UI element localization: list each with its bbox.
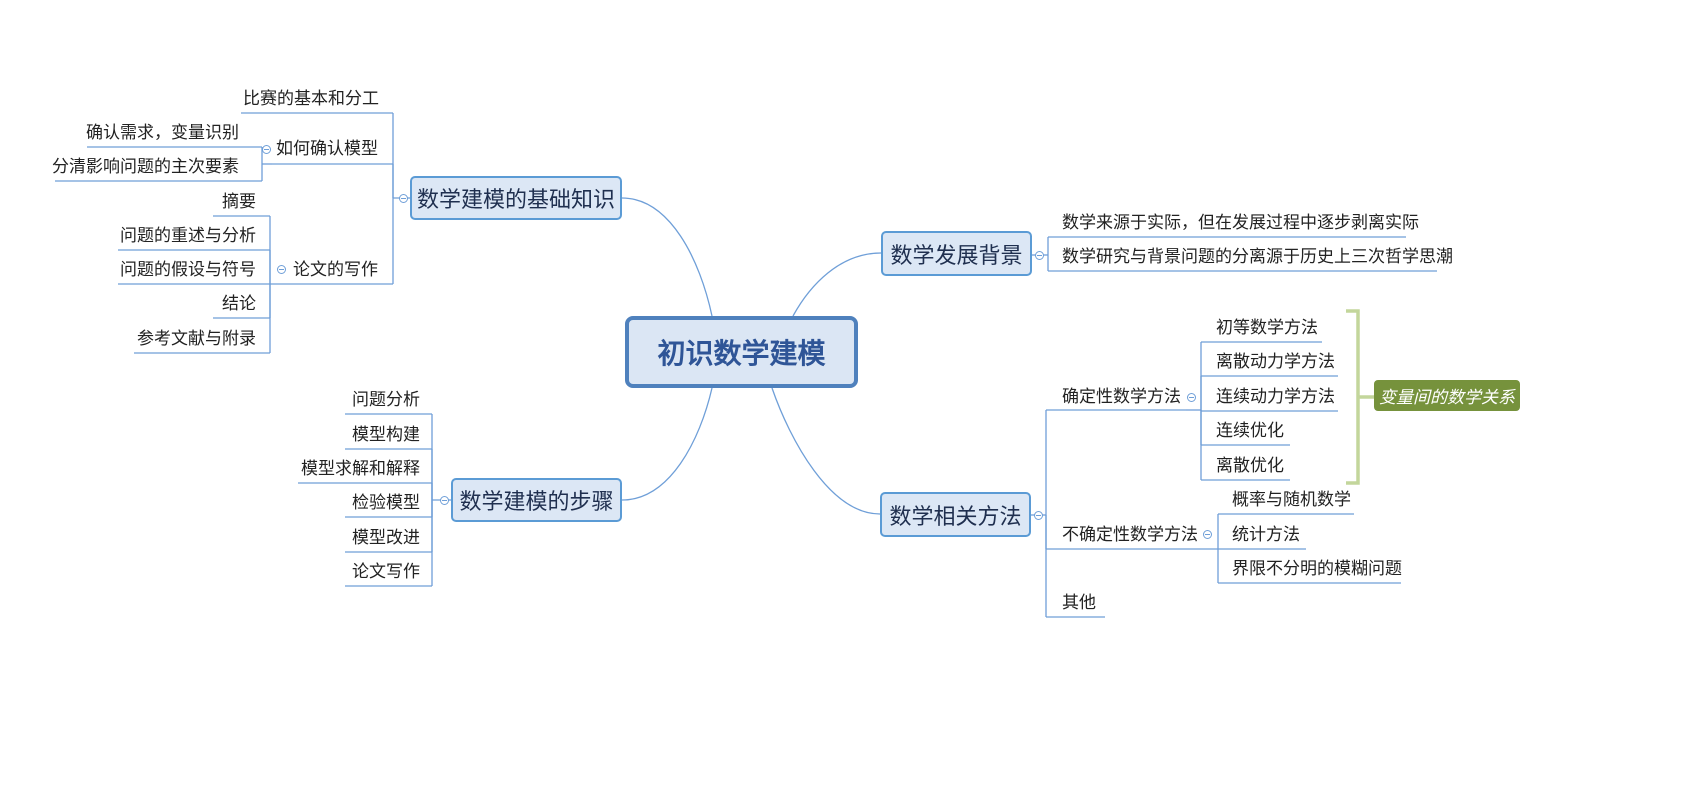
- collapse-paper-writing-icon[interactable]: [276, 264, 286, 274]
- connector-central-methods: [771, 387, 881, 515]
- leaf-paper-writing[interactable]: 论文的写作: [293, 260, 378, 280]
- collapse-deterministic-icon[interactable]: [1186, 392, 1196, 402]
- leaf-elementary[interactable]: 初等数学方法: [1216, 318, 1318, 338]
- leaf-model-testing[interactable]: 检验模型: [352, 493, 420, 513]
- leaf-confirm-need[interactable]: 确认需求，变量识别: [86, 123, 239, 143]
- leaf-problem-analysis[interactable]: 问题分析: [352, 390, 420, 410]
- leaf-model-improve[interactable]: 模型改进: [352, 528, 420, 548]
- connector-central-steps: [621, 387, 713, 501]
- leaf-model-building[interactable]: 模型构建: [352, 425, 420, 445]
- leaf-probability[interactable]: 概率与随机数学: [1232, 490, 1351, 510]
- leaf-continuous-dynamics[interactable]: 连续动力学方法: [1216, 387, 1335, 407]
- leaf-abstract[interactable]: 摘要: [222, 192, 256, 212]
- collapse-confirm-model-icon[interactable]: [261, 144, 271, 154]
- leaf-discrete-dynamics[interactable]: 离散动力学方法: [1216, 352, 1335, 372]
- leaf-paper-write[interactable]: 论文写作: [352, 562, 420, 582]
- connector-central-basics: [621, 197, 713, 317]
- collapse-background-icon[interactable]: [1034, 250, 1044, 260]
- leaf-conclusion[interactable]: 结论: [222, 294, 256, 314]
- leaf-continuous-opt[interactable]: 连续优化: [1216, 421, 1284, 441]
- leaf-assumptions[interactable]: 问题的假设与符号: [120, 260, 256, 280]
- leaf-deterministic[interactable]: 确定性数学方法: [1062, 387, 1181, 407]
- leaf-model-solving[interactable]: 模型求解和解释: [301, 459, 420, 479]
- leaf-restatement[interactable]: 问题的重述与分析: [120, 226, 256, 246]
- leaf-fuzzy[interactable]: 界限不分明的模糊问题: [1232, 559, 1402, 579]
- leaf-references[interactable]: 参考文献与附录: [137, 329, 256, 349]
- collapse-methods-icon[interactable]: [1033, 510, 1043, 520]
- summary-variable-relations[interactable]: 变量间的数学关系: [1374, 380, 1520, 411]
- connector-central-background: [792, 252, 882, 317]
- leaf-confirm-model[interactable]: 如何确认模型: [276, 139, 378, 159]
- branch-methods[interactable]: 数学相关方法: [880, 492, 1031, 537]
- branch-basics[interactable]: 数学建模的基础知识: [410, 176, 622, 220]
- central-topic[interactable]: 初识数学建模: [625, 316, 858, 388]
- leaf-other[interactable]: 其他: [1062, 593, 1096, 613]
- leaf-discrete-opt[interactable]: 离散优化: [1216, 456, 1284, 476]
- leaf-uncertain[interactable]: 不确定性数学方法: [1062, 525, 1198, 545]
- collapse-uncertain-icon[interactable]: [1202, 529, 1212, 539]
- leaf-background-origin[interactable]: 数学来源于实际，但在发展过程中逐步剥离实际: [1062, 213, 1419, 233]
- leaf-statistics[interactable]: 统计方法: [1232, 525, 1300, 545]
- summary-bracket: [1346, 309, 1360, 485]
- leaf-competition[interactable]: 比赛的基本和分工: [243, 89, 379, 109]
- branch-background[interactable]: 数学发展背景: [881, 231, 1032, 276]
- collapse-basics-icon[interactable]: [398, 193, 408, 203]
- collapse-steps-icon[interactable]: [439, 495, 449, 505]
- branch-steps[interactable]: 数学建模的步骤: [451, 478, 622, 522]
- leaf-background-separation[interactable]: 数学研究与背景问题的分离源于历史上三次哲学思潮: [1062, 247, 1453, 267]
- leaf-main-factors[interactable]: 分清影响问题的主次要素: [52, 157, 239, 177]
